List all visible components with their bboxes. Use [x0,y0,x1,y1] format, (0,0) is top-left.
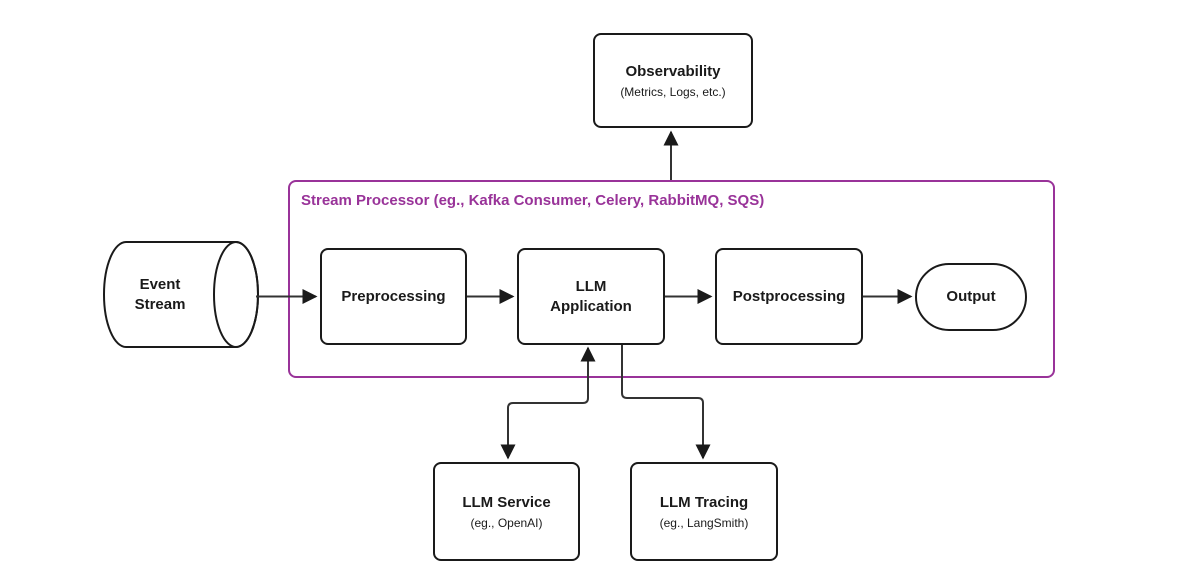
stream-processor-label: Stream Processor (eg., Kafka Consumer, C… [301,192,765,209]
llm-tracing-node: LLM Tracing (eg., LangSmith) [630,462,778,561]
llm-service-node: LLM Service (eg., OpenAI) [433,462,580,561]
event-stream-label: Event Stream [134,276,186,313]
llm-tracing-sublabel: (eg., LangSmith) [659,515,749,530]
event-stream-node: Event Stream [104,242,216,347]
llm-application-node: LLM Application [517,248,665,345]
llm-service-sublabel: (eg., OpenAI) [470,515,543,530]
observability-node: Observability (Metrics, Logs, etc.) [593,33,753,128]
output-label: Output [946,288,996,306]
postprocessing-label: Postprocessing [732,287,846,305]
observability-label: Observability [625,63,721,81]
postprocessing-node: Postprocessing [715,248,863,345]
llm-application-label: LLM Application [550,278,632,315]
output-node: Output [915,263,1027,331]
preprocessing-label: Preprocessing [341,287,446,305]
observability-sublabel: (Metrics, Logs, etc.) [620,84,726,99]
preprocessing-node: Preprocessing [320,248,467,345]
llm-tracing-label: LLM Tracing [659,494,749,512]
llm-service-label: LLM Service [462,494,551,512]
event-stream-cylinder-shape [103,241,259,348]
